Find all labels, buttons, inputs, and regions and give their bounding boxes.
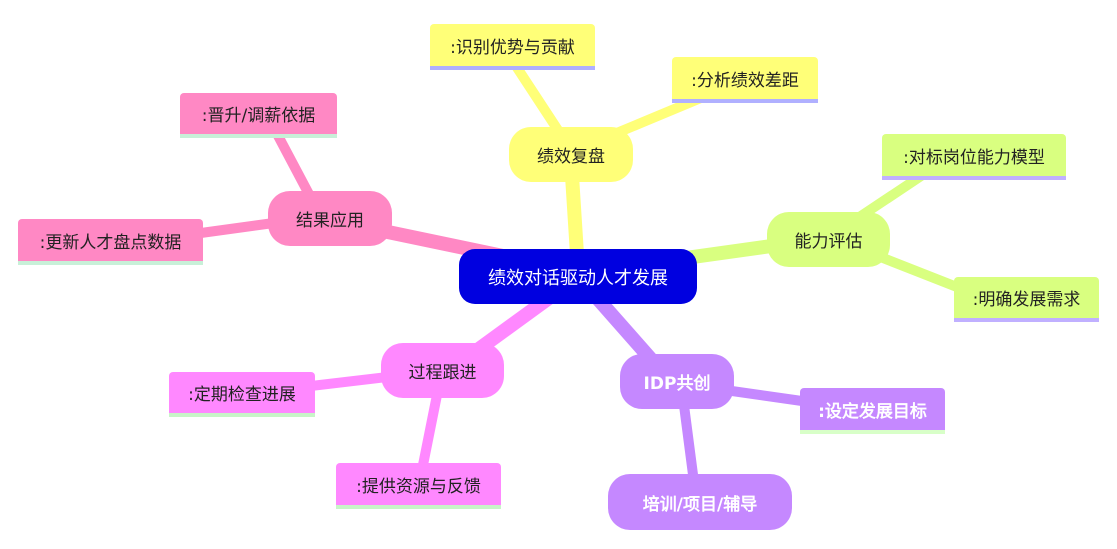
leaf-node[interactable]: :分析绩效差距 — [672, 57, 818, 103]
leaf-node[interactable]: :定期检查进展 — [169, 372, 315, 417]
leaf-node[interactable]: :识别优势与贡献 — [430, 24, 595, 70]
branch-node[interactable]: 结果应用 — [268, 191, 392, 246]
branch-node[interactable]: 过程跟进 — [381, 343, 504, 398]
root-node[interactable]: 绩效对话驱动人才发展 — [459, 249, 697, 304]
branch-node[interactable]: 能力评估 — [767, 212, 890, 267]
leaf-node[interactable]: :提供资源与反馈 — [336, 463, 501, 509]
leaf-node[interactable]: :更新人才盘点数据 — [18, 219, 203, 265]
branch-node[interactable]: IDP共创 — [620, 354, 734, 409]
leaf-node[interactable]: :对标岗位能力模型 — [882, 134, 1066, 180]
leaf-node[interactable]: :明确发展需求 — [954, 277, 1099, 322]
leaf-node[interactable]: :晋升/调薪依据 — [180, 93, 337, 138]
leaf-node[interactable]: :设定发展目标 — [800, 388, 945, 434]
leaf-node[interactable]: 培训/项目/辅导 — [608, 474, 792, 530]
branch-node[interactable]: 绩效复盘 — [509, 127, 633, 182]
